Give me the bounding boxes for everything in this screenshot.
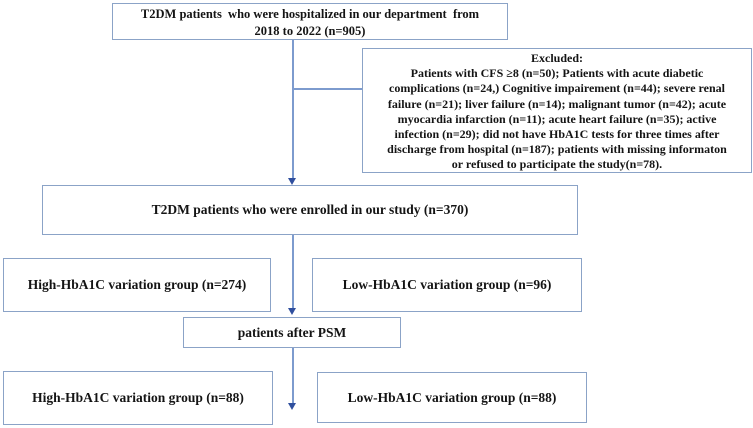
arrowhead-down-icon bbox=[288, 308, 296, 315]
excluded-line: or refused to participate the study(n=78… bbox=[451, 157, 663, 172]
high-variation-postpsm-text: High-HbA1C variation group (n=88) bbox=[32, 390, 244, 405]
psm-text: patients after PSM bbox=[237, 324, 347, 340]
low-variation-prepsm-text: Low-HbA1C variation group (n=96) bbox=[342, 277, 552, 292]
box-high-variation-group-postpsm: High-HbA1C variation group (n=88) bbox=[3, 371, 273, 425]
excluded-line: failure (n=21); liver failure (n=14); ma… bbox=[387, 96, 727, 111]
arrowhead-down-icon bbox=[288, 178, 296, 185]
box-hospitalized-patients: T2DM patients who were hospitalized in o… bbox=[112, 3, 508, 40]
enrolled-text: T2DM patients who were enrolled in our s… bbox=[151, 202, 469, 217]
arrowhead-down-icon bbox=[288, 403, 296, 410]
high-variation-prepsm-text: High-HbA1C variation group (n=274) bbox=[27, 277, 247, 292]
connector-branch-to-excluded bbox=[293, 88, 362, 90]
excluded-line: Patients with CFS ≥8 (n=50); Patients wi… bbox=[410, 66, 704, 81]
box-low-variation-group-postpsm: Low-HbA1C variation group (n=88) bbox=[317, 372, 587, 423]
excluded-line: complications (n=24,) Cognitive impairem… bbox=[389, 81, 725, 96]
box-low-variation-group-prepsm: Low-HbA1C variation group (n=96) bbox=[312, 258, 582, 312]
connector-top-to-enrolled bbox=[292, 40, 294, 179]
hospitalized-text-line2: 2018 to 2022 (n=905) bbox=[254, 23, 366, 38]
connector-psm-to-groups bbox=[292, 348, 294, 404]
excluded-title: Excluded: bbox=[530, 51, 583, 65]
connector-enrolled-to-psm bbox=[292, 235, 294, 309]
box-excluded-criteria: Excluded: Patients with CFS ≥8 (n=50); P… bbox=[362, 48, 752, 173]
box-enrolled-patients: T2DM patients who were enrolled in our s… bbox=[42, 185, 578, 235]
low-variation-postpsm-text: Low-HbA1C variation group (n=88) bbox=[347, 389, 557, 405]
hospitalized-text-line1: T2DM patients who were hospitalized in o… bbox=[140, 7, 480, 21]
box-patients-after-psm: patients after PSM bbox=[183, 317, 401, 348]
excluded-line: discharge from hospital (n=187); patient… bbox=[387, 142, 727, 157]
excluded-line: myocardia infarction (n=11); acute heart… bbox=[397, 111, 717, 126]
excluded-line: infection (n=29); did not have HbA1C tes… bbox=[394, 127, 720, 142]
box-high-variation-group-prepsm: High-HbA1C variation group (n=274) bbox=[3, 258, 271, 312]
